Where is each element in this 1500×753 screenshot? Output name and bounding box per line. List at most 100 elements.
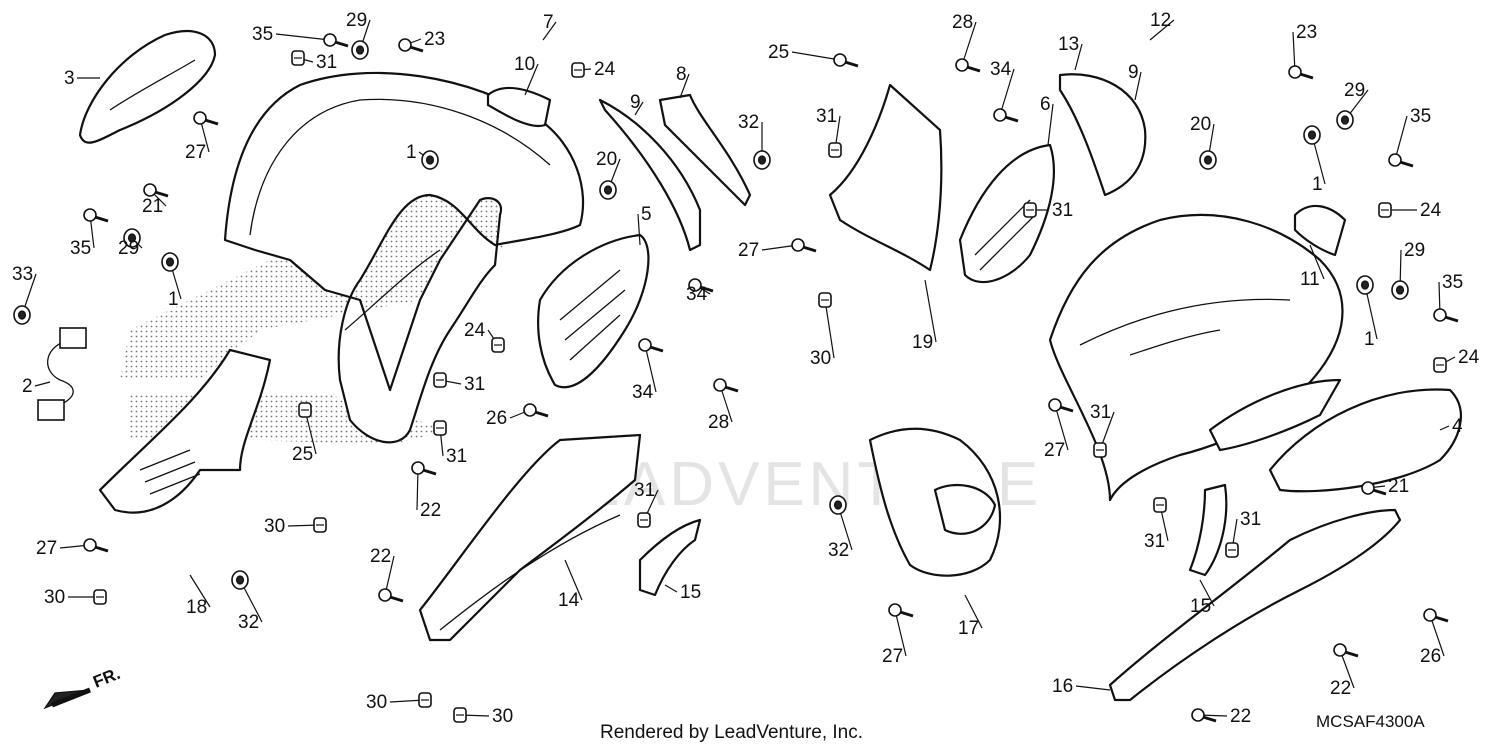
screw-icon [411, 461, 425, 475]
part-12-contour [1079, 298, 1291, 346]
screw-icon [688, 278, 702, 292]
callout-34: 34 [686, 284, 708, 305]
leader-line-27 [894, 609, 907, 657]
leader-line-6 [1047, 103, 1054, 146]
callout-14: 14 [558, 590, 580, 611]
callout-30: 30 [44, 587, 65, 608]
grommet-hole-icon [17, 310, 27, 320]
callout-31: 31 [634, 480, 655, 501]
screw-shank-icon [1344, 650, 1359, 658]
callout-35: 35 [1410, 106, 1431, 127]
leader-line-7 [542, 21, 557, 41]
screw-icon [791, 238, 805, 252]
screw-icon [1423, 608, 1437, 622]
screw-icon [193, 111, 207, 125]
callout-31: 31 [1052, 200, 1073, 221]
part-15-left [638, 518, 702, 597]
part-11 [1293, 204, 1347, 257]
leader-line-15 [664, 584, 678, 593]
part-17 [868, 427, 1002, 577]
callout-28: 28 [952, 12, 973, 33]
grommet-hole-icon [425, 155, 435, 165]
part-16-lower-cowl [1108, 508, 1402, 702]
screw-shank-icon [899, 610, 914, 618]
leader-line-10 [524, 63, 539, 96]
callout-25: 25 [768, 42, 789, 63]
leader-line-14 [564, 559, 583, 601]
callout-30: 30 [810, 348, 831, 369]
part-7-rib [344, 249, 441, 331]
screw-shank-icon [844, 60, 859, 68]
screw-shank-icon [802, 245, 817, 253]
screw-shank-icon [154, 190, 169, 198]
callout-26: 26 [486, 408, 507, 429]
part-4-cover [1268, 388, 1462, 493]
callout-22: 22 [370, 546, 391, 567]
callout-33: 33 [12, 264, 33, 285]
diagram-code: MCSAF4300A [1316, 712, 1425, 731]
part-7-inner-cowl [223, 71, 585, 444]
part-14-edge [439, 514, 621, 631]
screw-shank-icon [1434, 615, 1449, 623]
callout-19: 19 [912, 332, 933, 353]
callout-26: 26 [1420, 646, 1441, 667]
leader-line-34 [999, 68, 1015, 116]
screw-icon [993, 108, 1007, 122]
screw-icon [1433, 308, 1447, 322]
screw-icon [1333, 643, 1347, 657]
part-12-main-cowl [1048, 213, 1344, 502]
part-18-slats [139, 449, 201, 495]
screw-shank-icon [1059, 405, 1074, 413]
callout-31: 31 [1144, 531, 1165, 552]
screw-shank-icon [1444, 315, 1459, 323]
screw-shank-icon [389, 595, 404, 603]
screw-icon [143, 183, 157, 197]
front-label: FR. [90, 664, 123, 692]
callout-22: 22 [420, 500, 441, 521]
grommet-hole-icon [127, 233, 137, 243]
screw-shank-icon [724, 385, 739, 393]
leader-line-15 [1199, 579, 1215, 607]
callout-2: 2 [22, 376, 33, 397]
callout-25: 25 [292, 444, 313, 465]
grommet-hole-icon [355, 45, 365, 55]
callout-31: 31 [1090, 402, 1111, 423]
leader-line-4 [1439, 425, 1450, 431]
part-12-vent [1208, 378, 1342, 452]
screw-shank-icon [1372, 488, 1387, 496]
leader-line-25 [791, 51, 841, 61]
callout-15: 15 [680, 582, 701, 603]
screw-shank-icon [94, 545, 109, 553]
callout-32: 32 [828, 540, 849, 561]
screw-icon [955, 58, 969, 72]
callout-23: 23 [1296, 22, 1317, 43]
callout-31: 31 [446, 446, 467, 467]
callout-15: 15 [1190, 596, 1211, 617]
callout-7: 7 [543, 12, 554, 33]
part-2-connector-a [59, 327, 87, 349]
part-8 [658, 93, 752, 207]
screw-icon [1361, 481, 1375, 495]
screw-icon [398, 38, 412, 52]
leader-line-30 [824, 299, 835, 359]
callout-4: 4 [1452, 416, 1463, 437]
callout-10: 10 [514, 54, 535, 75]
leader-line-35 [1394, 115, 1408, 161]
part-19-panel [828, 83, 943, 272]
callout-1: 1 [168, 289, 179, 310]
screw-icon [1288, 65, 1302, 79]
screw-shank-icon [422, 468, 437, 476]
callout-27: 27 [1044, 440, 1065, 461]
part-3-detail [109, 59, 196, 111]
callout-24: 24 [594, 59, 616, 80]
callout-17: 17 [958, 618, 979, 639]
arrow-shaft [51, 687, 91, 708]
callout-29: 29 [346, 10, 367, 31]
callout-30: 30 [366, 692, 387, 713]
callout-32: 32 [738, 112, 759, 133]
callout-31: 31 [316, 52, 337, 73]
part-6-vent [958, 143, 1056, 284]
leader-line-34 [644, 344, 657, 393]
